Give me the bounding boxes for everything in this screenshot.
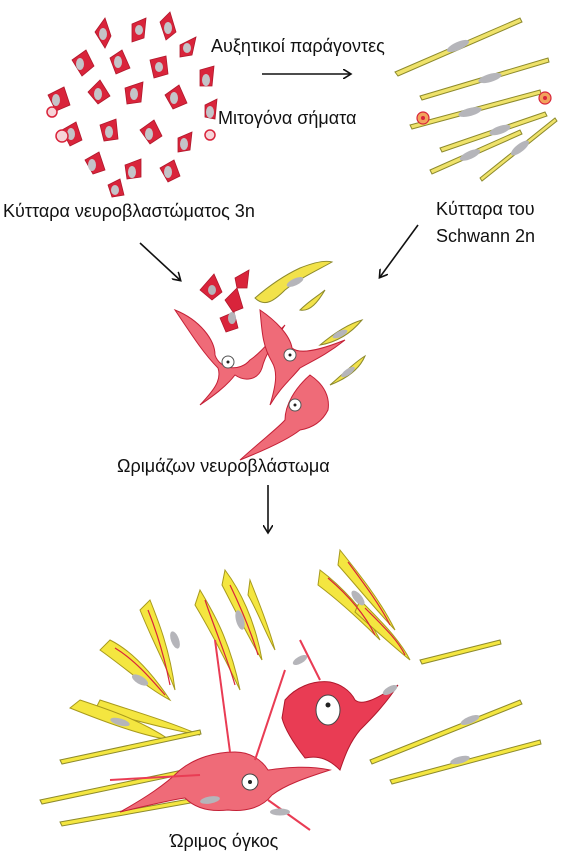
neuroblastoma-cell-cluster [47,12,217,197]
growth-factors-label: Αυξητικοί παράγοντες [211,35,385,57]
maturing-neuroblastoma-label: Ωριμάζων νευροβλάστωμα [117,455,330,477]
schwann-cell-group [395,18,557,181]
mitogenic-signals-label: Μιτογόνα σήματα [218,107,356,129]
maturing-neuroblastoma-cells [175,261,365,460]
arrow-neuroblastoma-to-maturing [140,243,180,280]
arrow-schwann-to-maturing [380,225,418,277]
schwann-cells-label-line2: Schwann 2n [436,225,535,247]
mature-tumor-label: Ώριμος όγκος [170,830,278,852]
mature-tumor [40,550,541,830]
schwann-cells-label-line1: Κύτταρα του [436,198,535,220]
neuroblastoma-cells-label: Κύτταρα νευροβλαστώματος 3n [3,200,255,222]
